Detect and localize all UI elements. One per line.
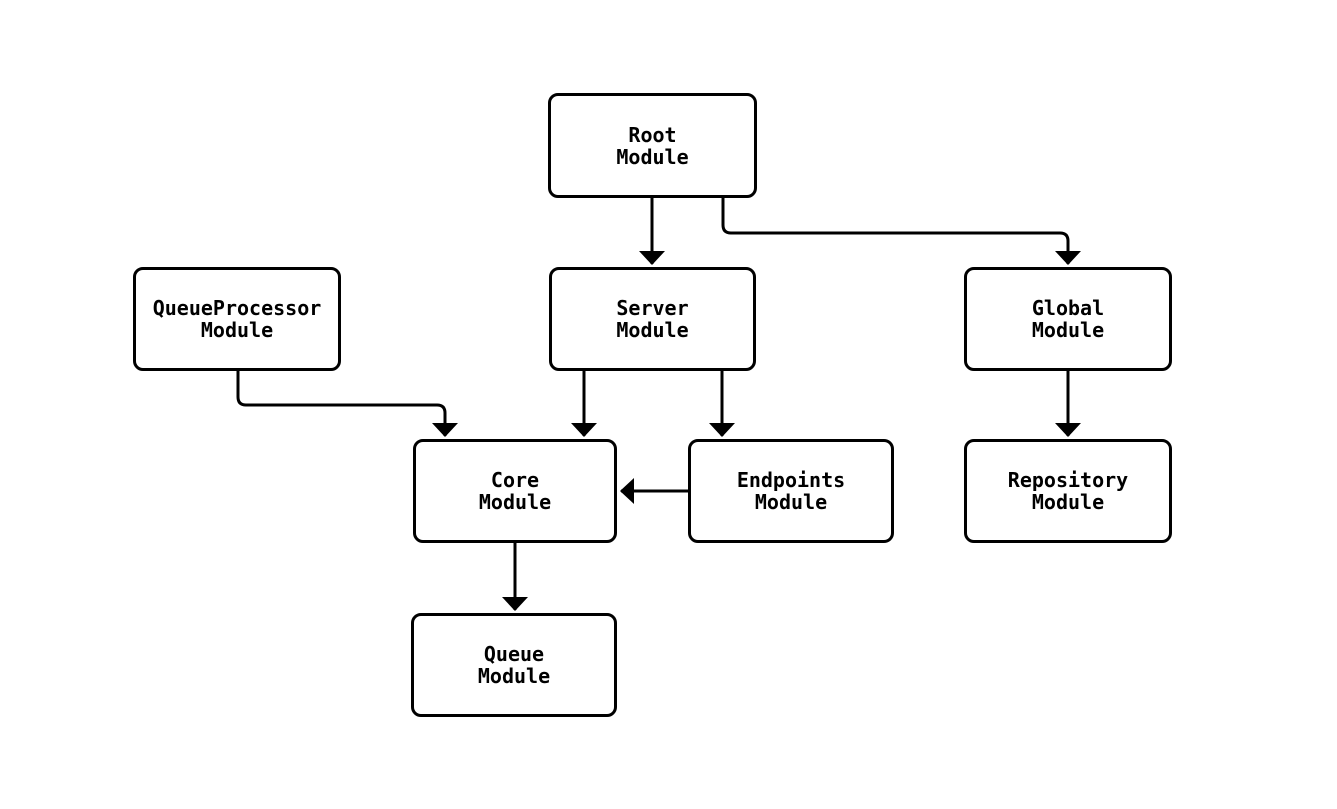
node-label-root-module: Root Module [616, 122, 689, 169]
node-queue-module: Queue Module [411, 613, 617, 717]
node-server-module: Server Module [549, 267, 756, 371]
node-queueprocessor-module: QueueProcessor Module [133, 267, 341, 371]
node-label-core-module: Core Module [478, 468, 552, 514]
node-endpoints-module: Endpoints Module [688, 439, 894, 543]
node-label-queueprocessor-module: QueueProcessor Module [152, 296, 322, 342]
node-global-module: Global Module [964, 267, 1172, 371]
edge-root-module-to-global-module [721, 198, 1081, 265]
node-label-repository-module: Repository Module [1007, 468, 1129, 514]
node-label-server-module: Server Module [616, 296, 689, 342]
node-label-queue-module: Queue Module [477, 642, 551, 688]
edge-queueprocessor-module-to-core-module [236, 371, 458, 437]
node-label-global-module: Global Module [1031, 296, 1105, 342]
node-root-module: Root Module [548, 93, 757, 198]
node-repository-module: Repository Module [964, 439, 1172, 543]
node-core-module: Core Module [413, 439, 617, 543]
node-label-endpoints-module: Endpoints Module [736, 468, 846, 514]
